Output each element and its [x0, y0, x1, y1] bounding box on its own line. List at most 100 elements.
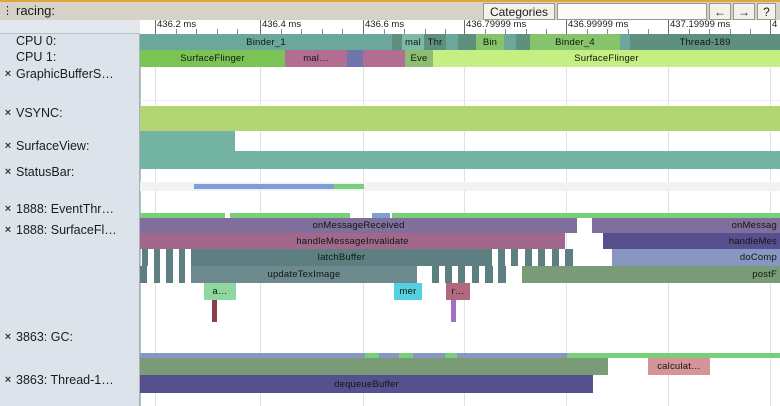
trace-slice[interactable]	[347, 50, 363, 67]
sidebar-item-label: 3863: GC:	[16, 330, 73, 344]
trace-slice[interactable]	[485, 266, 493, 283]
trace-slice[interactable]	[140, 213, 225, 218]
trace-slice[interactable]	[142, 249, 148, 266]
sidebar-item-1888-surfacefl[interactable]: ×1888: SurfaceFl…	[0, 223, 139, 237]
trace-slice-onmessagereceived[interactable]: onMessageReceived	[140, 218, 577, 233]
trace-slice[interactable]	[504, 34, 516, 50]
trace-slice[interactable]	[140, 358, 608, 375]
close-icon[interactable]: ×	[4, 166, 12, 178]
trace-slice[interactable]	[154, 249, 160, 266]
trace-slice-r[interactable]: r…	[446, 283, 470, 300]
trace-slice[interactable]	[212, 300, 217, 322]
trace-slice-a[interactable]: a…	[204, 283, 236, 300]
sidebar-item-3863-thread-1[interactable]: ×3863: Thread-1…	[0, 373, 139, 387]
close-icon[interactable]: ×	[4, 331, 12, 343]
help-button[interactable]: ?	[757, 3, 776, 20]
trace-slice-surfaceflinger[interactable]: SurfaceFlinger	[433, 50, 780, 67]
trace-slice-calculat[interactable]: calculat…	[648, 358, 710, 375]
trace-slice[interactable]	[511, 249, 518, 266]
sidebar-item-3863-gc[interactable]: × 3863: GC:	[0, 330, 139, 344]
back-button[interactable]: ←	[709, 3, 731, 20]
forward-button[interactable]: →	[733, 3, 755, 20]
trace-slice[interactable]	[140, 106, 780, 131]
trace-slice[interactable]	[516, 34, 530, 50]
trace-slice[interactable]	[166, 266, 173, 283]
trace-slice[interactable]	[372, 213, 390, 218]
trace-slice[interactable]	[620, 34, 630, 50]
categories-button[interactable]: Categories	[482, 3, 555, 20]
close-icon[interactable]: ×	[4, 140, 12, 152]
trace-slice-mal[interactable]: mal…	[285, 50, 347, 67]
trace-slice[interactable]	[230, 213, 350, 218]
trace-slice[interactable]	[392, 213, 780, 218]
trace-slice-docomp[interactable]: doComp	[612, 249, 780, 266]
trace-slice[interactable]	[538, 249, 545, 266]
trace-slice[interactable]	[413, 353, 445, 358]
trace-slice[interactable]	[154, 266, 160, 283]
trace-slice[interactable]	[166, 249, 173, 266]
sidebar-item-vsync[interactable]: ×VSYNC:	[0, 106, 139, 120]
trace-slice[interactable]	[458, 266, 465, 283]
trace-slice[interactable]	[565, 249, 573, 266]
trace-slice[interactable]	[194, 184, 334, 189]
trace-slice[interactable]	[379, 353, 399, 358]
trace-slice[interactable]	[179, 249, 185, 266]
close-icon[interactable]: ×	[4, 68, 12, 80]
trace-slice-postf[interactable]: postF	[522, 266, 780, 283]
trace-slice[interactable]	[458, 34, 476, 50]
trace-slice[interactable]	[334, 184, 364, 189]
trace-slice[interactable]	[498, 266, 506, 283]
close-icon[interactable]: ×	[4, 203, 12, 215]
search-input[interactable]	[557, 3, 707, 20]
sidebar-item-surfaceview[interactable]: × SurfaceView:	[0, 139, 139, 153]
trace-slice[interactable]	[179, 266, 185, 283]
trace-slice-surfaceflinger[interactable]: SurfaceFlinger	[140, 50, 285, 67]
trace-slice-thr[interactable]: Thr	[424, 34, 446, 50]
trace-slice-mal[interactable]: mal	[402, 34, 424, 50]
trace-slice-bin[interactable]: Bin	[476, 34, 504, 50]
toolbar-controls: Categories ← → ?	[482, 3, 778, 20]
sidebar-item-cpu-1[interactable]: CPU 1:	[0, 50, 139, 64]
trace-slice-handlemessageinvalidate[interactable]: handleMessageInvalidate	[140, 233, 565, 249]
drag-handle-icon[interactable]: ⋮	[2, 5, 13, 17]
trace-slice[interactable]	[445, 266, 452, 283]
trace-slice[interactable]	[451, 300, 456, 322]
trace-slice[interactable]	[363, 50, 405, 67]
trace-slice[interactable]	[140, 151, 780, 169]
trace-slice-mer[interactable]: mer	[394, 283, 422, 300]
trace-slice[interactable]	[525, 249, 532, 266]
trace-slice[interactable]	[457, 353, 567, 358]
trace-slice-eve[interactable]: Eve	[405, 50, 433, 67]
trace-slice-binder-4[interactable]: Binder_4	[530, 34, 620, 50]
trace-slice-binder-1[interactable]: Binder_1	[140, 34, 392, 50]
trace-slice[interactable]	[472, 266, 479, 283]
sidebar-item-cpu-0[interactable]: CPU 0:	[0, 34, 139, 48]
trace-slice[interactable]	[140, 353, 365, 358]
sidebar-item-label: SurfaceView:	[16, 139, 90, 153]
trace-slice-onmessag[interactable]: onMessag	[592, 218, 780, 233]
trace-slice-updateteximage[interactable]: updateTexImage	[191, 266, 417, 283]
close-icon[interactable]: ×	[4, 224, 12, 236]
trace-slice[interactable]	[140, 266, 147, 283]
trace-slice-dequeuebuffer[interactable]: dequeueBuffer	[140, 375, 593, 393]
trace-slice[interactable]	[365, 353, 379, 358]
sidebar-item-statusbar[interactable]: ×StatusBar:	[0, 165, 139, 179]
trace-slice-thread-189[interactable]: Thread-189	[630, 34, 780, 50]
trace-slice[interactable]	[399, 353, 413, 358]
trace-slice[interactable]	[552, 249, 559, 266]
trace-slice[interactable]	[432, 266, 439, 283]
trace-slice[interactable]	[567, 353, 780, 358]
trace-slice[interactable]	[445, 353, 457, 358]
close-icon[interactable]: ×	[4, 107, 12, 119]
trace-slice[interactable]	[446, 34, 458, 50]
trace-slice[interactable]	[392, 34, 402, 50]
trace-slice[interactable]	[498, 249, 505, 266]
trace-slice-latchbuffer[interactable]: latchBuffer	[191, 249, 492, 266]
sidebar-item-graphicbuffers[interactable]: ×GraphicBufferS…	[0, 67, 139, 81]
trace-slice[interactable]	[140, 131, 235, 151]
sidebar-item-1888-eventthr[interactable]: ×1888: EventThr…	[0, 202, 139, 216]
close-icon[interactable]: ×	[4, 374, 12, 386]
trace-slice-handlemes[interactable]: handleMes	[603, 233, 780, 249]
